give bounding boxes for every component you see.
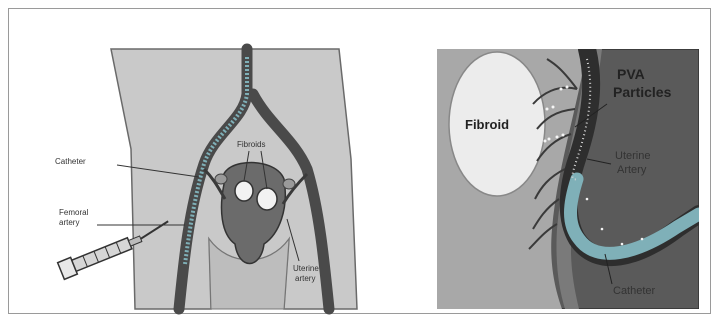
label-uterine-1: Uterine	[293, 264, 319, 273]
label-fibroid: Fibroid	[465, 117, 509, 132]
label-artery: Artery	[617, 164, 647, 176]
ovary-left	[215, 174, 227, 184]
ovary-right	[283, 179, 295, 189]
label-uterine: Uterine	[615, 150, 650, 162]
label-catheter: Catheter	[613, 285, 656, 297]
fibroid-left	[235, 181, 253, 201]
closeup-diagram: Fibroid PVA Particles Uterine Artery Cat…	[437, 49, 699, 309]
label-uterine-2: artery	[295, 274, 315, 283]
figure-frame: Catheter Fibroids Femoral artery Uterine…	[8, 8, 711, 314]
label-catheter: Catheter	[55, 157, 86, 166]
label-fibroids: Fibroids	[237, 140, 265, 149]
label-pva: PVA	[617, 66, 645, 82]
label-femoral-2: artery	[59, 218, 79, 227]
pelvic-diagram: Catheter Fibroids Femoral artery Uterine…	[39, 39, 391, 315]
label-femoral-1: Femoral	[59, 208, 89, 217]
fibroid-right	[257, 188, 277, 210]
label-particles: Particles	[613, 84, 672, 100]
